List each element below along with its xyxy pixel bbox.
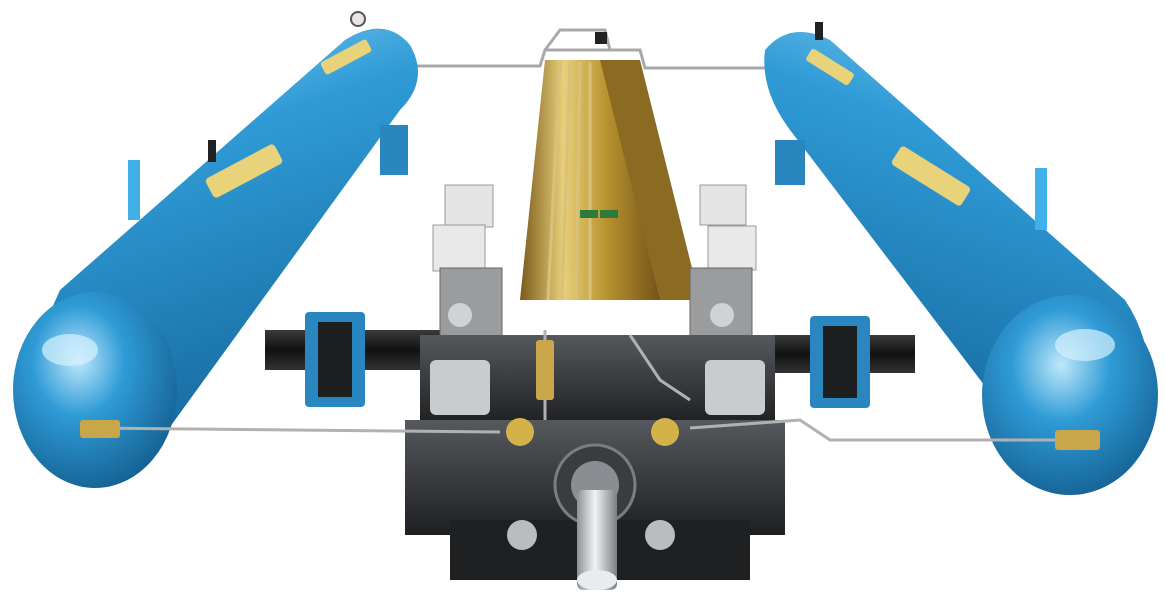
chrome-shaft [577, 490, 617, 590]
left-solenoid-valves [432, 184, 503, 339]
bolt-icon [507, 520, 537, 550]
right-tank-mount [775, 140, 805, 185]
left-accumulator-tank [13, 11, 418, 488]
left-tank-label-plate [205, 144, 283, 198]
brass-fittings [80, 340, 1100, 450]
right-solenoid-valves [689, 184, 757, 339]
left-actuator [430, 360, 490, 415]
right-accumulator-tank [764, 22, 1158, 495]
bolt-icon [645, 520, 675, 550]
left-relief-valve [128, 160, 140, 220]
pressure-gauge-icon [350, 11, 366, 27]
right-relief-valve [1035, 168, 1047, 230]
steel-manifold-block [405, 335, 785, 580]
right-tank-label-plate [891, 146, 971, 206]
top-crossover-tubing [410, 28, 765, 70]
right-actuator [705, 360, 765, 415]
bolt-icon [651, 418, 679, 446]
brass-cylinder-assembly [520, 32, 700, 301]
left-tank-mount [380, 125, 408, 175]
bolt-icon [506, 418, 534, 446]
